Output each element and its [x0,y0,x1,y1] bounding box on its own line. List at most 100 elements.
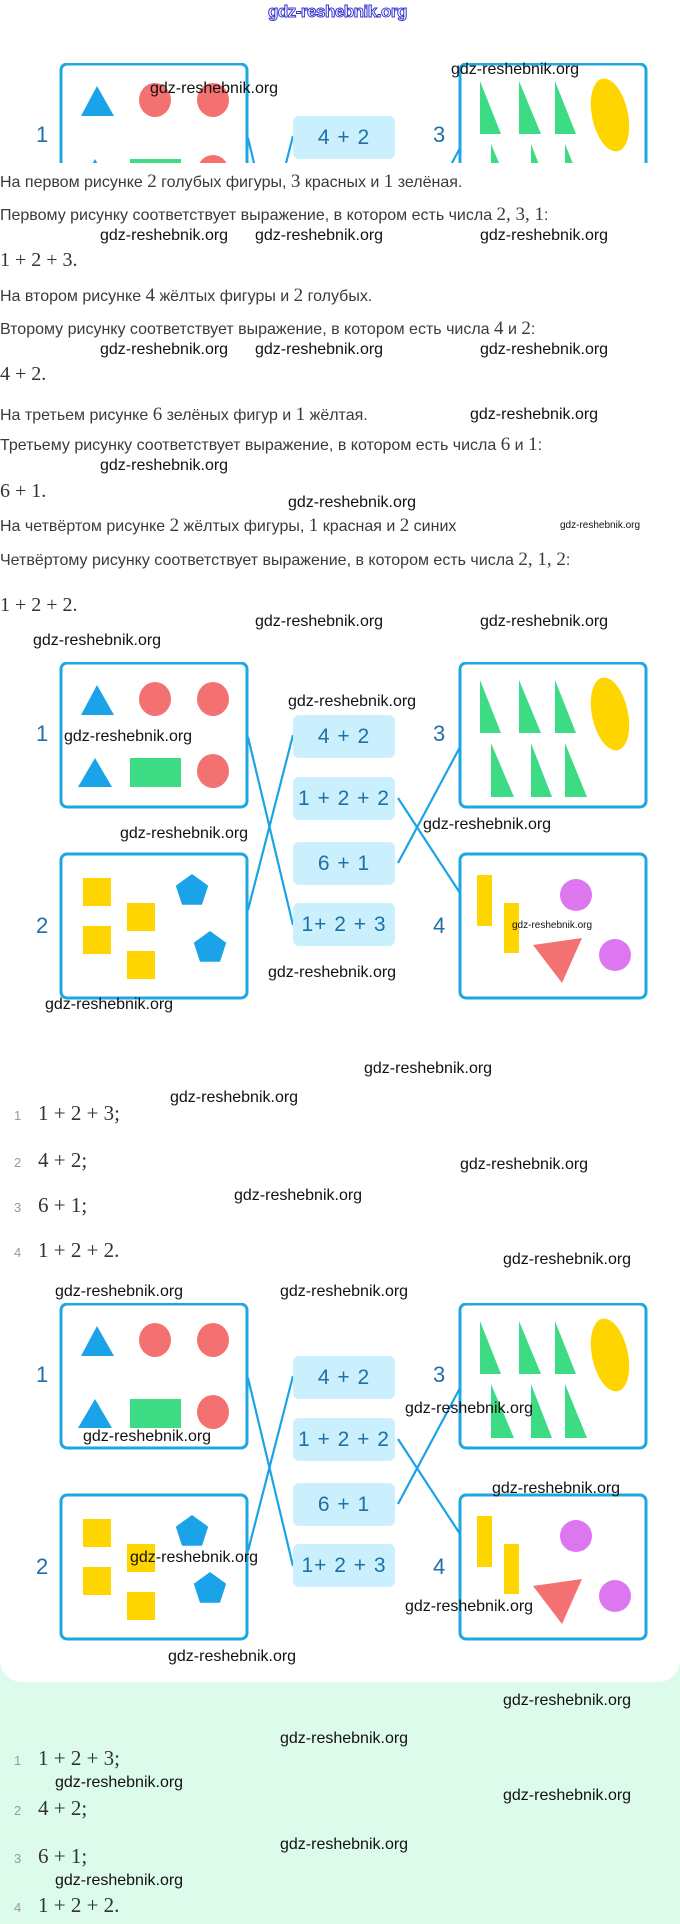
matching-line [284,135,295,163]
yellow-square [83,878,111,906]
red-circle [197,83,229,117]
text-segment: красных и [300,174,384,191]
picture-label-1: 1 [36,1362,49,1387]
watermark: gdz-reshebnik.org [503,1692,632,1709]
matching-line [397,746,461,864]
watermark: gdz-reshebnik.org [234,1187,363,1204]
text-segment: жёлтых фигуры и [155,288,294,305]
matching-line [246,736,295,926]
answer-number: 2 [14,1155,22,1170]
text-segment: и [510,437,529,454]
expression-card[interactable]: 6 + 1 [293,842,395,885]
math-number: 2, 3, 1 [496,204,545,225]
yellow-oval [590,677,630,751]
watermark: gdz-reshebnik.org [150,80,279,97]
picture-label-4: 4 [433,913,446,938]
watermark: gdz-reshebnik.org [512,920,593,931]
watermark: gdz-reshebnik.org [451,61,580,78]
answer-value: 6 + 1; [38,1844,88,1868]
watermark: gdz-reshebnik.org [45,996,174,1013]
math-number: 6 [152,404,163,425]
expression-card[interactable]: 1 + 2 + 2 [293,777,395,820]
yellow-square [83,1519,111,1547]
expression-card[interactable]: 1+ 2 + 3 [293,1544,395,1587]
math-number: 2 [293,285,304,306]
text-line: На первом рисунке 2 голубых фигуры, 3 кр… [0,172,462,193]
expression-card[interactable]: 6 + 1 [293,1483,395,1526]
green-triangle [555,1321,576,1374]
red-circle [197,754,229,788]
text-segment: : [565,552,571,569]
text-line: Первому рисунку соответствует выражение,… [0,205,549,226]
expression-card[interactable]: 1 + 2 + 2 [293,1418,395,1461]
answer-number: 1 [14,1108,22,1123]
math-number: 2 [169,515,180,536]
figure-drawing [59,63,648,163]
watermark: gdz-reshebnik.org [492,1480,621,1497]
answer-value: 6 + 1; [38,1193,88,1217]
watermark: gdz-reshebnik.org [364,1060,493,1077]
blue-triangle [81,1326,114,1356]
math-number: 2 [399,515,410,536]
matching-line [246,1377,295,1567]
blue-pentagon [175,1515,209,1546]
text-line: Третьему рисунку соответствует выражение… [0,435,542,456]
green-triangle [565,1384,587,1438]
green-triangle [480,81,501,134]
watermark: gdz-reshebnik.org [280,1730,409,1747]
watermark: gdz-reshebnik.org [255,613,384,630]
expression-line: 6 + 1. [0,479,46,503]
text-segment: Первому рисунку соответствует выражение,… [0,207,497,224]
yellow-square [127,1592,155,1620]
answer-number: 4 [14,1245,22,1260]
watermark: gdz-reshebnik.org [255,227,384,244]
text-segment: жёлтых фигуры, [179,518,309,535]
green-triangle [565,743,587,797]
watermark: gdz-reshebnik.org [33,632,162,649]
watermark: gdz-reshebnik.org [55,1872,184,1889]
answer-number: 3 [14,1851,22,1866]
green-triangle [491,743,514,797]
matching-line [397,1387,461,1505]
expression-card[interactable]: 4 + 2 [293,1356,395,1399]
watermark: gdz-reshebnik.org [100,341,229,358]
yellow-bar [504,1544,519,1594]
yellow-bar [477,1516,492,1567]
watermark: gdz-reshebnik.org [255,341,384,358]
math-number: 2 [147,171,157,192]
text-segment: зелёных фигур и [162,407,296,424]
blue-triangle [78,1399,112,1428]
picture-label-4: 4 [433,1554,446,1579]
answer-number: 3 [14,1200,22,1215]
expression-card[interactable]: 4 + 2 [293,715,395,758]
watermark: gdz-reshebnik.org [120,825,249,842]
watermark: gdz-reshebnik.org [64,728,193,745]
matching-line [246,734,295,911]
answer-value: 1 + 2 + 3; [38,1746,121,1770]
yellow-bar [504,903,519,953]
picture-label-2: 2 [36,913,49,938]
math-number: 2 [521,318,531,339]
text-segment: На втором рисунке [0,288,146,305]
expression-card[interactable]: 4 + 2 [293,116,395,159]
text-segment: : [537,437,543,454]
math-number: 3 [290,171,301,192]
matching-line [397,797,461,894]
watermark: gdz-reshebnik.org [280,1283,409,1300]
matching-line [246,1375,295,1552]
watermark: gdz-reshebnik.org [280,1836,409,1853]
red-circle [197,682,229,716]
answer-value: 4 + 2; [38,1148,88,1172]
watermark: gdz-reshebnik.org [168,1648,297,1665]
picture-label-2: 2 [36,1554,49,1579]
watermark: gdz-reshebnik.org [83,1428,212,1445]
expression-card[interactable]: 1+ 2 + 3 [293,903,395,946]
green-triangle [531,1384,552,1438]
watermark: gdz-reshebnik.org [560,520,641,531]
green-triangle [519,1321,541,1374]
text-segment: голубых фигуры, [156,174,291,191]
figure-drawing [59,662,648,1000]
figure-drawing [59,1303,648,1641]
answer-number: 2 [14,1803,22,1818]
